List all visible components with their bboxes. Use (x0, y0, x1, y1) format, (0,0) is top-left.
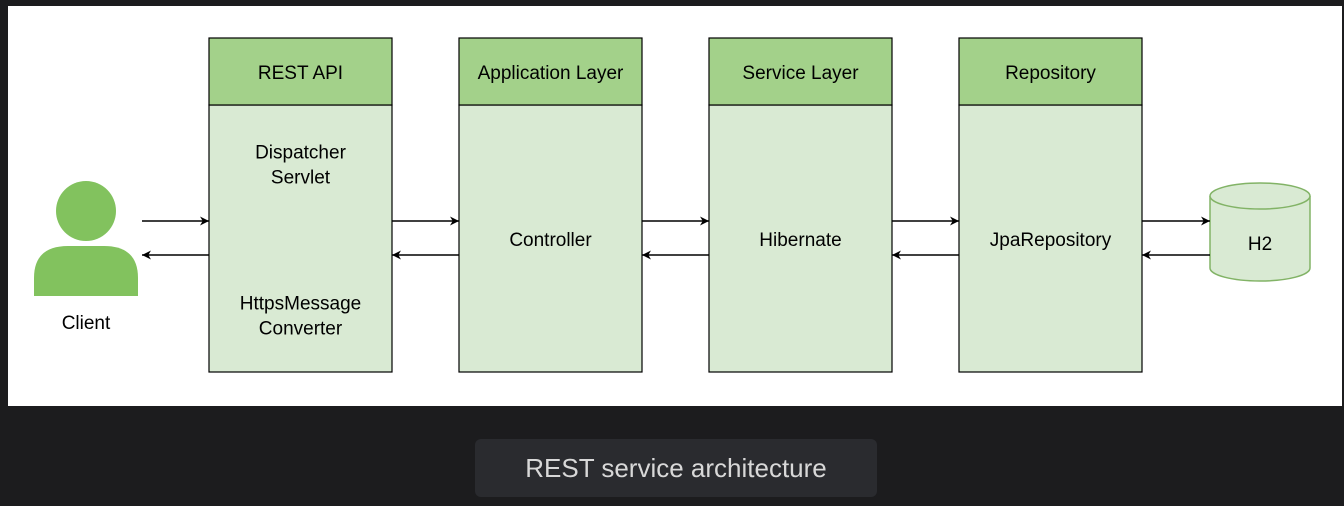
layer-header-box (458, 37, 643, 106)
arrows-group (142, 216, 1210, 260)
layer-item-text: JpaRepository (990, 230, 1112, 251)
layer-rest-api: REST API DispatcherServletHttpsMessageCon… (208, 37, 393, 373)
layer-title: Service Layer (742, 63, 859, 84)
layer-item-text: Servlet (271, 168, 331, 189)
layer-header-box (708, 37, 893, 106)
layer-item-text: HttpsMessage (240, 294, 361, 315)
database-label: H2 (1248, 234, 1272, 255)
user-icon (34, 181, 138, 296)
layer-body-box (708, 104, 893, 373)
layer-item-text: Dispatcher (255, 143, 346, 164)
figure-caption: REST service architecture (475, 439, 877, 497)
layer-title: REST API (258, 63, 343, 84)
layer-body-box (958, 104, 1143, 373)
layer-item-text: Controller (509, 230, 592, 251)
layer-header-box (208, 37, 393, 106)
client-node: Client (34, 181, 138, 334)
database-node: H2 (1209, 182, 1311, 282)
layer-item-text: Converter (259, 319, 343, 340)
layer-item-text: Hibernate (759, 230, 841, 251)
database-icon (1209, 182, 1311, 282)
client-label: Client (62, 313, 111, 334)
layer-title: Application Layer (478, 63, 624, 84)
layers-group: REST APIDispatcherServletHttpsMessageCon… (208, 37, 1143, 373)
layer-title: Repository (1005, 63, 1096, 84)
layer-header-box (958, 37, 1143, 106)
architecture-diagram: Client REST API DispatcherServletHttpsMes… (34, 37, 1311, 373)
layer-body-box (208, 104, 393, 373)
